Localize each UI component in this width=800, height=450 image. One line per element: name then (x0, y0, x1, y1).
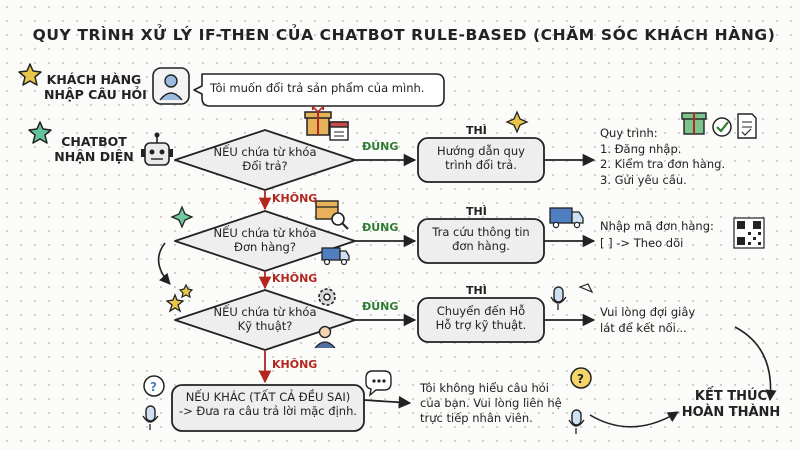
gear-icon (318, 288, 336, 306)
customer-message: Tôi muốn đổi trả sản phẩm của mình. (210, 81, 425, 95)
then-label-2: THÌ (466, 205, 487, 218)
svg-text:?: ? (150, 380, 157, 394)
action-1-text: Hướng dẫn quy trình đổi trả. (437, 144, 525, 172)
action-3-text: Chuyển đến Hỗ Hỗ trợ kỹ thuật. (435, 304, 527, 332)
sparkle-icon (170, 110, 529, 229)
document-icon (737, 113, 757, 139)
no-label-1: KHÔNG (272, 192, 318, 205)
truck-icon (321, 247, 350, 266)
box-search-icon (315, 200, 349, 230)
calendar-icon (329, 121, 349, 141)
then-label-1: THÌ (466, 124, 487, 137)
decision-2-text: NẾU chứa từ khóa Đơn hàng? (213, 226, 317, 254)
note-2: Nhập mã đơn hàng: [ ] -> Theo dõi (600, 219, 714, 250)
decision-3-text: NẾU chứa từ khóa Kỹ thuật? (213, 305, 317, 333)
question-bubble-icon: ? (143, 375, 165, 397)
star-icon (28, 121, 52, 144)
robot-icon (141, 132, 173, 166)
then-label-3: THÌ (466, 284, 487, 297)
question-bubble-icon (365, 370, 392, 397)
question-bubble-icon: ? (570, 367, 592, 389)
yes-label-1: ĐÚNG (362, 140, 399, 153)
qr-code-icon (733, 217, 765, 249)
svg-text:?: ? (577, 372, 584, 386)
note-3: Vui lòng đợi giây lát để kết nối... (600, 305, 696, 335)
action-2-text: Tra cứu thông tin đơn hàng. (432, 225, 530, 253)
fallback-text: NẾU KHÁC (TẤT CẢ ĐỀU SAI) -> Đưa ra câu … (178, 390, 358, 418)
gift-icon (304, 106, 332, 136)
note-1: Quy trình: 1. Đăng nhập. 2. Kiểm tra đơn… (600, 126, 726, 187)
gift-icon (681, 112, 707, 135)
fallback-reply: Tôi không hiểu câu hỏi của bạn. Vui lòng… (420, 381, 562, 425)
microphone-icon (550, 283, 594, 310)
no-label-3: KHÔNG (272, 358, 318, 371)
microphone-icon (142, 405, 159, 430)
customer-message-bubble (193, 73, 445, 107)
checkmark-icon (712, 117, 732, 137)
yes-label-2: ĐÚNG (362, 221, 399, 234)
user-icon (152, 67, 190, 105)
decision-1-text: NẾU chứa từ khóa Đổi trả? (213, 145, 317, 173)
star-icon (18, 63, 42, 86)
support-agent-icon (314, 325, 336, 349)
truck-icon (549, 207, 584, 229)
fallback-box (171, 384, 365, 432)
page-title: QUY TRÌNH XỬ LÝ IF-THEN CỦA CHATBOT RULE… (32, 26, 776, 44)
customer-label: KHÁCH HÀNG NHẬP CÂU HỎI (44, 72, 147, 102)
no-label-2: KHÔNG (272, 272, 318, 285)
microphone-icon (568, 409, 585, 434)
chatbot-label: CHATBOT NHẬN DIỆN (54, 134, 134, 164)
yes-label-3: ĐÚNG (362, 300, 399, 313)
end-label: KẾT THÚC HOÀN THÀNH (681, 389, 781, 420)
star-icon (165, 283, 194, 313)
